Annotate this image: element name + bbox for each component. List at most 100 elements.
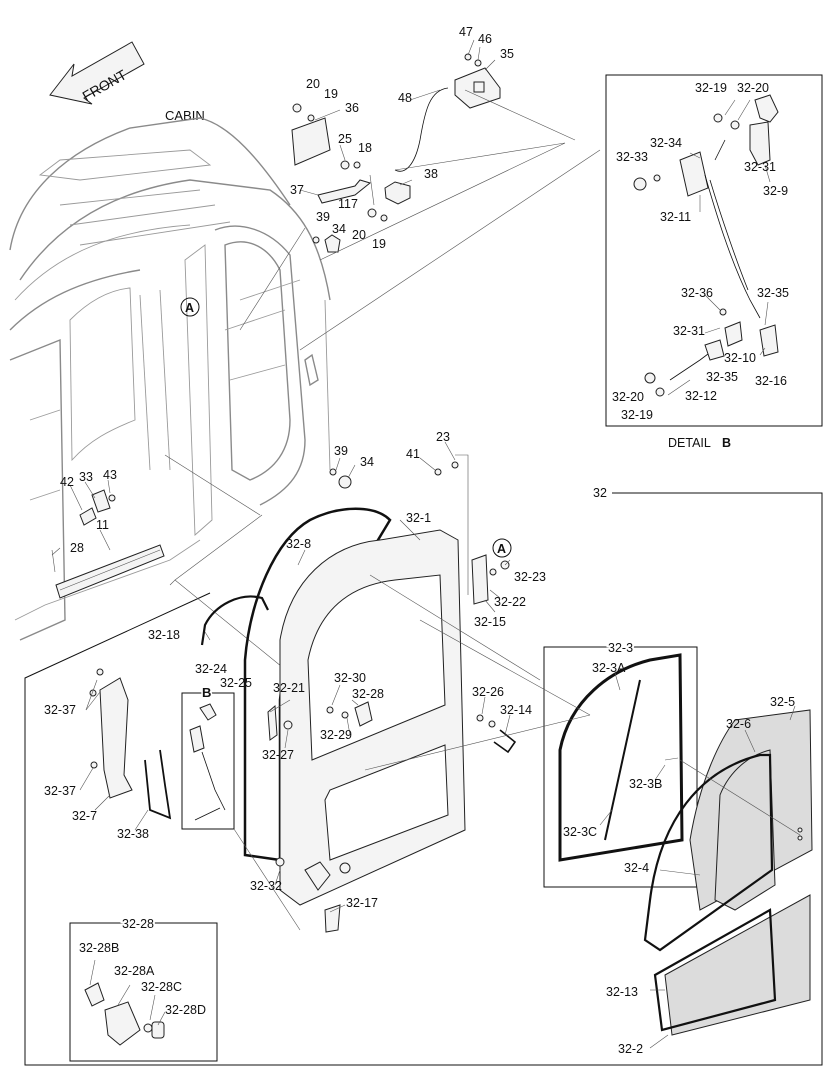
- part-label: 32-32: [250, 879, 282, 893]
- detail-b-frame: [605, 74, 823, 427]
- part-label: 11: [96, 518, 109, 532]
- part-label: 32-28: [352, 687, 384, 701]
- seal-32-4: [643, 753, 774, 952]
- front-arrow: FRONT: [49, 41, 145, 105]
- part-label: 33: [79, 470, 93, 484]
- group-32-28-heading: 32-28: [122, 917, 154, 931]
- part-label: 32-31: [744, 160, 776, 174]
- detail-b-mechanism: [633, 94, 779, 397]
- part-label: 32-26: [472, 685, 504, 699]
- part-label: 20: [352, 228, 366, 242]
- callout-a-hinge-letter: A: [497, 542, 506, 556]
- callout-a-cabin-letter: A: [185, 301, 194, 315]
- door-panel: [279, 529, 466, 933]
- part-label: 32-23: [514, 570, 546, 584]
- part-label: 28: [70, 541, 84, 555]
- part-label: 48: [398, 91, 412, 105]
- part-32-28-components: [84, 982, 165, 1046]
- part-label: 32-22: [494, 595, 526, 609]
- upper-latch-assembly: [291, 53, 501, 253]
- part-label: 19: [324, 87, 338, 101]
- inset-b-frame: [181, 692, 235, 830]
- part-label: 32-4: [624, 861, 649, 875]
- part-label: 25: [338, 132, 352, 146]
- part-label: 32-34: [650, 136, 682, 150]
- part-label: 46: [478, 32, 492, 46]
- part-label: 47: [459, 25, 473, 39]
- part-label: 32-3C: [563, 825, 597, 839]
- part-label: 19: [372, 237, 386, 251]
- part-label: 32-28D: [165, 1003, 206, 1017]
- part-label: 32-9: [763, 184, 788, 198]
- seal-32-2: [653, 908, 777, 1032]
- part-labels: 47 46 35 20 19 36 48 25 18 38 37 117 39 …: [44, 25, 795, 1056]
- window-glass-assembly: [558, 653, 684, 862]
- part-label: 32-35: [706, 370, 738, 384]
- part-label: 34: [360, 455, 374, 469]
- part-label: 32-1: [406, 511, 431, 525]
- callout-a-cabin: A: [180, 297, 200, 317]
- part-label: 32-29: [320, 728, 352, 742]
- group-32-28-frame: [69, 922, 218, 1062]
- cabin-frame: [9, 117, 331, 641]
- part-label: 32-21: [273, 681, 305, 695]
- part-label: 32-20: [737, 81, 769, 95]
- part-label: 36: [345, 101, 359, 115]
- part-label: 32-33: [616, 150, 648, 164]
- glass-32-13: [664, 894, 811, 1036]
- part-label: 32-19: [695, 81, 727, 95]
- group-32-frame: [24, 492, 823, 1066]
- part-label: 37: [290, 183, 304, 197]
- callout-a-hinge: A: [492, 538, 512, 558]
- part-label: 32-14: [500, 703, 532, 717]
- part-label: 32-8: [286, 537, 311, 551]
- part-label: 32-2: [618, 1042, 643, 1056]
- detail-b-prefix: DETAIL: [668, 436, 711, 450]
- inset-b-letter: B: [202, 685, 211, 700]
- door-latch-parts: [267, 701, 517, 867]
- part-label: 35: [500, 47, 514, 61]
- sill-parts: [51, 461, 459, 599]
- door-handle: [200, 595, 269, 646]
- part-label: 32-11: [660, 210, 691, 224]
- group-32-3-frame: [543, 646, 698, 888]
- part-label: 32-38: [117, 827, 149, 841]
- part-label: 32-30: [334, 671, 366, 685]
- part-label: 39: [316, 210, 330, 224]
- part-label: 38: [424, 167, 438, 181]
- door-hinge: [471, 554, 510, 605]
- part-label: 32-12: [685, 389, 717, 403]
- part-label: 32-16: [755, 374, 787, 388]
- part-label: 32-13: [606, 985, 638, 999]
- part-label: 41: [406, 447, 420, 461]
- part-label: 32-15: [474, 615, 506, 629]
- part-label: 32-28A: [114, 964, 155, 978]
- part-label: 32-37: [44, 784, 76, 798]
- group-32-heading: 32: [593, 486, 607, 500]
- part-label: 18: [358, 141, 372, 155]
- detail-b-letter: B: [722, 436, 731, 450]
- part-label: 32-31: [673, 324, 705, 338]
- part-label: 32-20: [612, 390, 644, 404]
- part-label: 32-28B: [79, 941, 119, 955]
- part-label: 43: [103, 468, 117, 482]
- group-32-3-heading: 32-3: [608, 641, 633, 655]
- leader-lines: [51, 39, 801, 1049]
- door-bracket: [89, 668, 172, 820]
- part-label: 32-6: [726, 717, 751, 731]
- part-label: 34: [332, 222, 346, 236]
- part-label: 20: [306, 77, 320, 91]
- part-label: 39: [334, 444, 348, 458]
- part-label: 117: [338, 197, 358, 211]
- part-label: 32-37: [44, 703, 76, 717]
- part-label: 32-24: [195, 662, 227, 676]
- part-label: 32-17: [346, 896, 378, 910]
- part-label: 32-35: [757, 286, 789, 300]
- part-label: 32-36: [681, 286, 713, 300]
- part-label: 32-3B: [629, 777, 662, 791]
- part-label: 32-10: [724, 351, 756, 365]
- inset-b-mechanism: [189, 703, 226, 821]
- part-label: 23: [436, 430, 450, 444]
- part-label: 32-18: [148, 628, 180, 642]
